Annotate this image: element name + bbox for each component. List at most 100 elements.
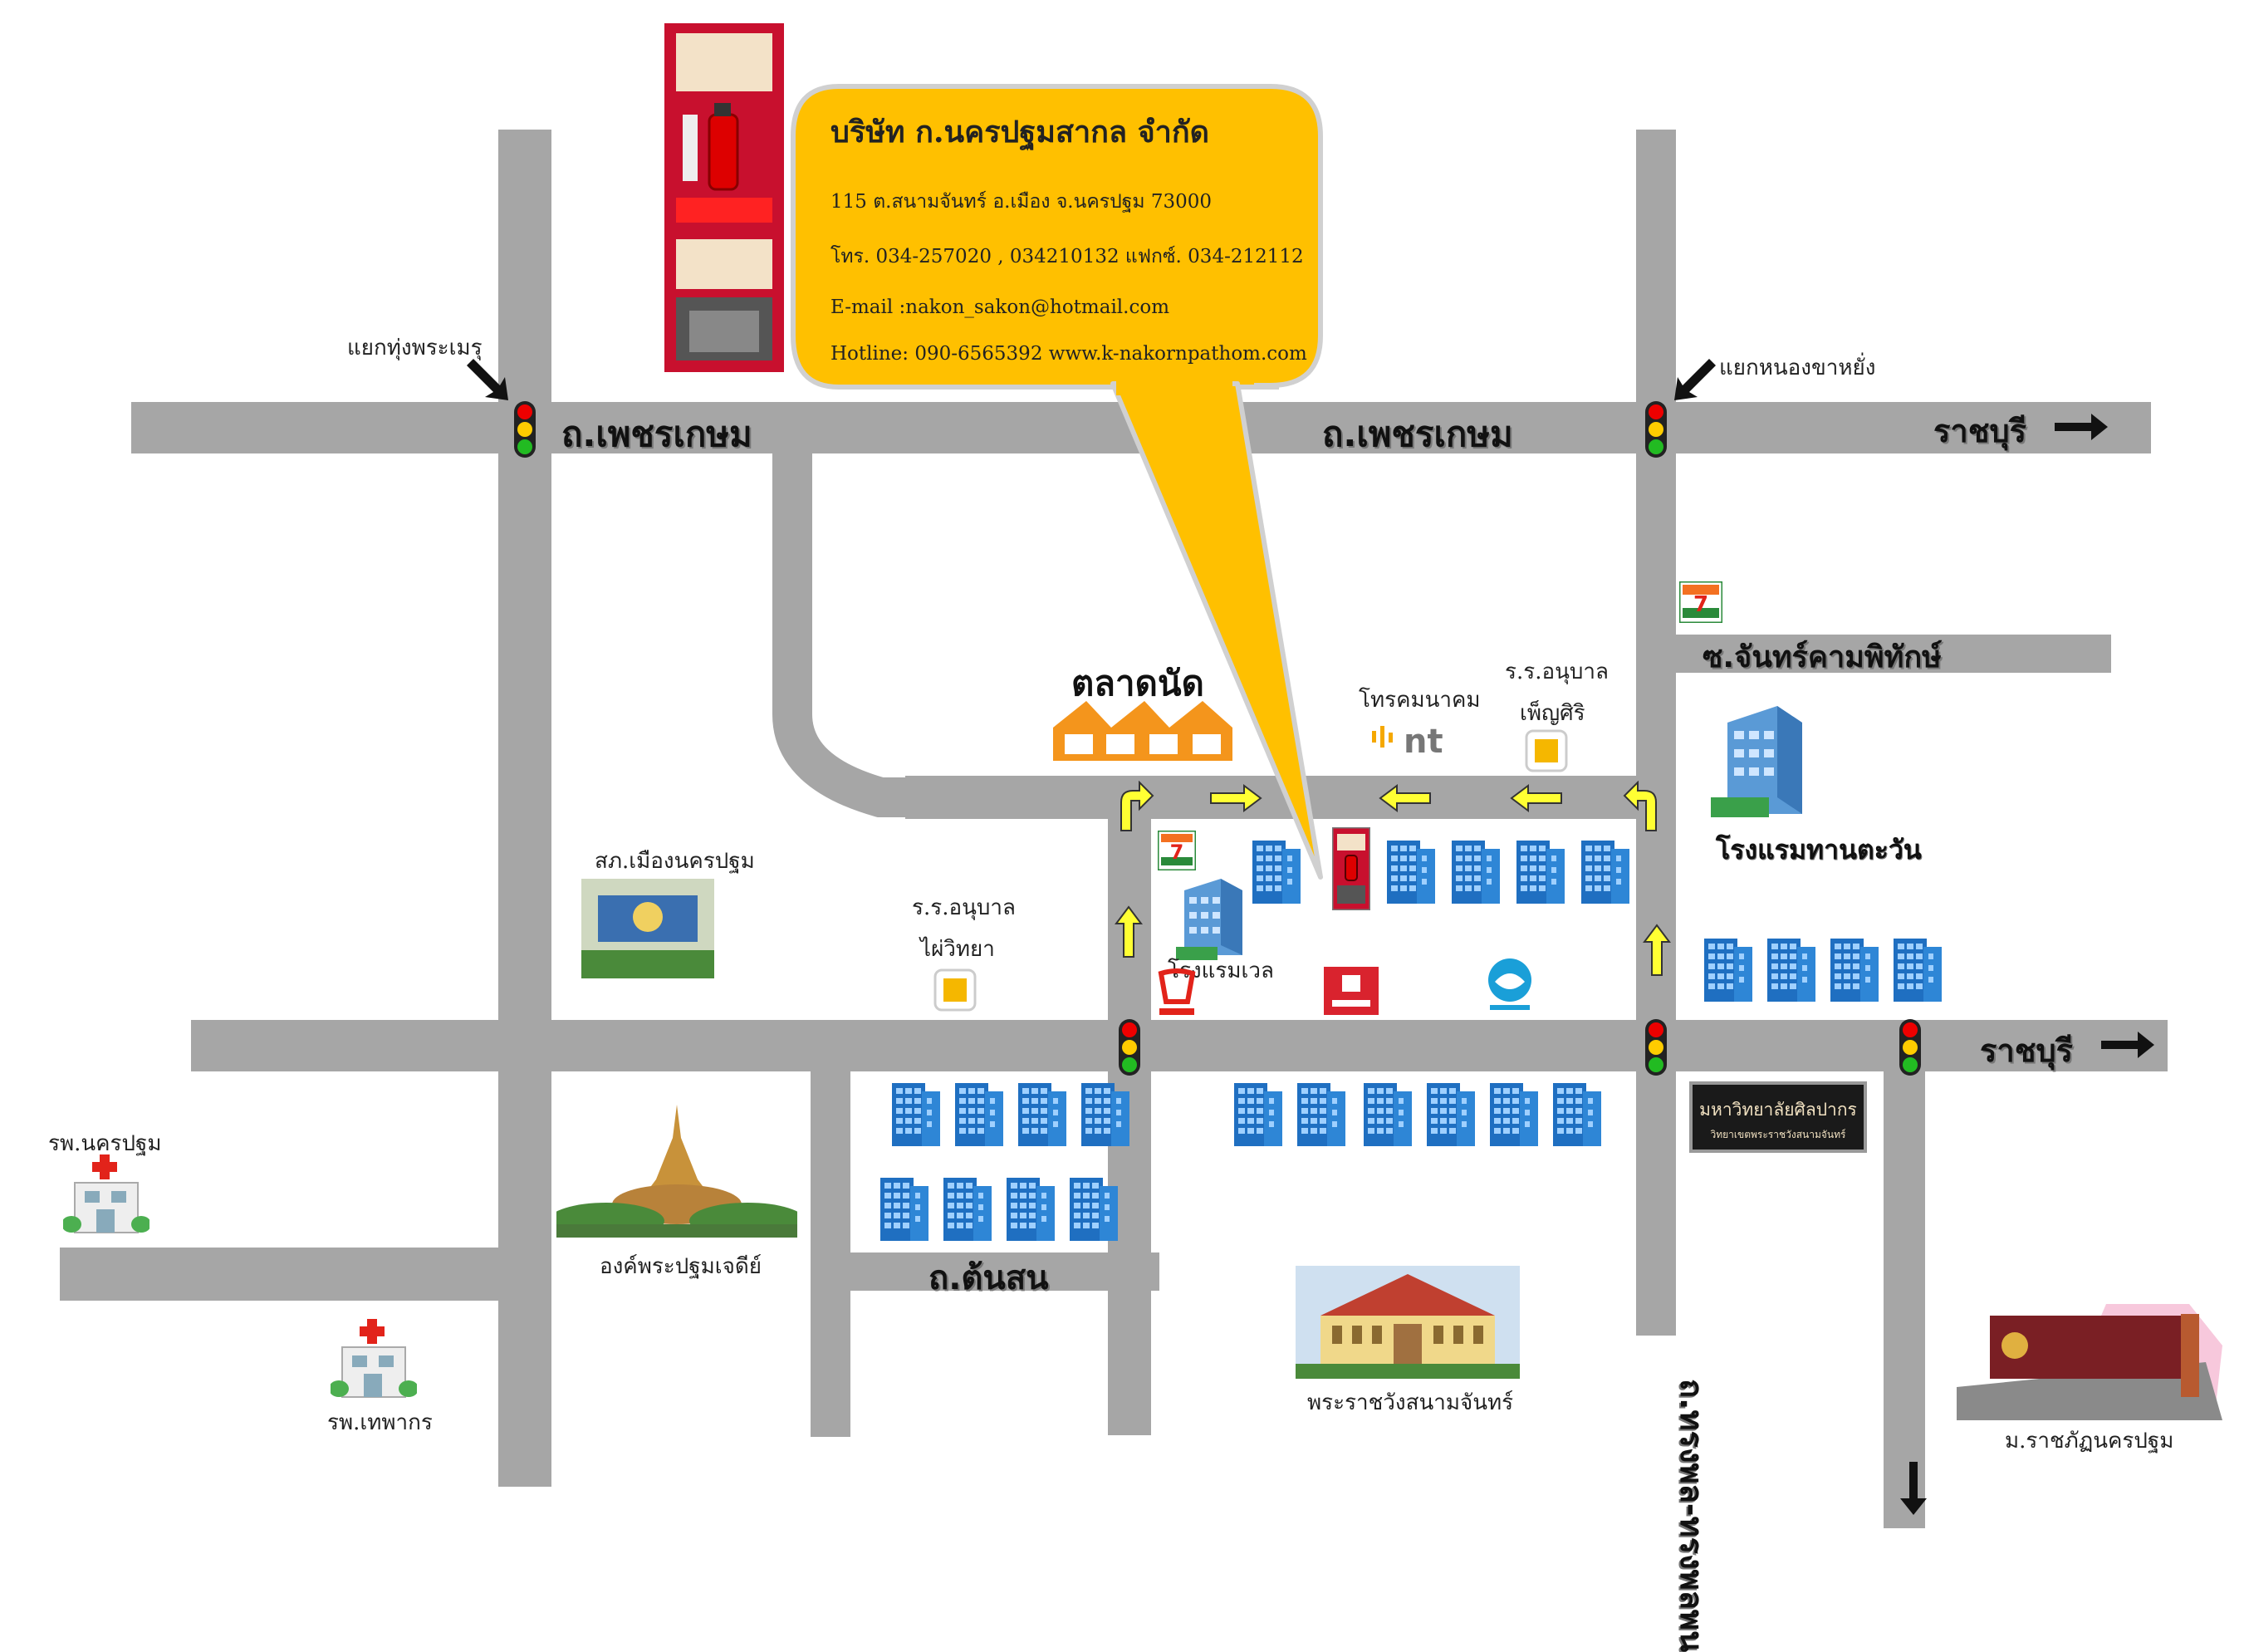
road-label-ratchaburi-mid: ราชบุรี (1980, 1032, 2074, 1069)
building-icon (1452, 841, 1500, 904)
road-soi-chan (1669, 635, 2111, 673)
school-phaiwitthaya-label-1: ร.ร.อนุบาล (912, 895, 1016, 920)
palace-label: พระราชวังสนามจันทร์ (1307, 1390, 1514, 1415)
seven-eleven-icon: 7 (1679, 581, 1722, 623)
hotel-sun-icon (1711, 706, 1802, 817)
market-label: ตลาดนัด (1071, 663, 1204, 703)
telecom-label: โทรคมนาคม (1359, 688, 1481, 713)
hospital-nakhon-label: รพ.นครปฐม (48, 1131, 162, 1156)
building-icon (943, 1178, 992, 1241)
building-icon (1234, 1083, 1282, 1146)
arrow-down-right (1900, 1462, 1927, 1515)
building-icon (1830, 939, 1879, 1002)
silpakorn-sign: มหาวิทยาลัยศิลปากร วิทยาเขตพระราชวังสนาม… (1689, 1081, 1867, 1153)
flow-arrow-turn-right (1120, 781, 1154, 831)
flow-arrow-up (1643, 924, 1671, 976)
company-address: 115 ต.สนามจันทร์ อ.เมือง จ.นครปฐม 73000 (830, 191, 1213, 213)
seven-eleven-label: 7 (1170, 841, 1184, 864)
chedi-icon (556, 1105, 797, 1238)
police-photo (581, 879, 714, 978)
building-icon (1364, 1083, 1412, 1146)
traffic-light-icon (514, 401, 536, 458)
traffic-light-icon (1119, 1019, 1140, 1076)
road-vertical-right (1636, 130, 1676, 1336)
road-label-soi-chan: ซ.จันทร์คามพิทักษ์ (1703, 640, 1942, 674)
seven-eleven-label: 7 (1693, 592, 1708, 617)
building-icon (1581, 841, 1629, 904)
building-icon (1894, 939, 1942, 1002)
hospital-thephakorn-label: รพ.เทพากร (327, 1410, 433, 1435)
flow-arrow-up (1115, 905, 1143, 958)
school-phenphisiri-label-2: เพ็ญศิริ (1520, 701, 1585, 726)
flow-arrow-turn-down (1623, 781, 1657, 831)
school-icon (1525, 729, 1568, 772)
honda-icon (1158, 968, 1196, 1015)
hospital-icon (63, 1154, 149, 1233)
arrow-right-mid (2101, 1032, 2154, 1058)
road-vertical-left (498, 130, 551, 1487)
traffic-light-icon (1899, 1019, 1921, 1076)
seven-eleven-icon: 7 (1158, 831, 1196, 870)
nt-logo: nt (1404, 723, 1443, 761)
building-icon (1427, 1083, 1475, 1146)
arrow-junction-right (1674, 359, 1716, 400)
flow-arrow-left (1379, 784, 1431, 812)
road-tonson (811, 1252, 1159, 1291)
building-icon (1252, 841, 1301, 904)
company-name: บริษัท ก.นครปฐมสากล จำกัด (830, 115, 1210, 150)
road-label-petchkasem-right: ถ.เพชรเกษม (1322, 414, 1513, 454)
arrow-junction-left (467, 359, 508, 400)
shop-photo (664, 23, 784, 372)
company-hotline[interactable]: Hotline: 090-6565392 www.k-nakornpathom.… (830, 343, 1307, 365)
building-icon (880, 1178, 928, 1241)
company-phone: โทร. 034-257020 , 034210132 แฟกซ์. 034-2… (830, 246, 1304, 267)
hotel-sun-label: โรงแรมทานตะวัน (1716, 834, 1922, 865)
building-icon (1081, 1083, 1129, 1146)
company-info: บริษัท ก.นครปฐมสากล จำกัด 115 ต.สนามจันท… (830, 108, 1312, 390)
building-icon (1007, 1178, 1055, 1241)
building-icon (1387, 841, 1435, 904)
road-bottom-left (60, 1248, 538, 1301)
school-phenphisiri-label-1: ร.ร.อนุบาล (1505, 659, 1609, 684)
school-phaiwitthaya-label-2: ไผ่วิทยา (920, 937, 995, 962)
shop-marker-icon (1332, 827, 1370, 910)
building-icon (1704, 939, 1752, 1002)
chedi-label: องค์พระปฐมเจดีย์ (600, 1254, 762, 1279)
school-icon (933, 968, 977, 1012)
market-icon (1053, 701, 1232, 761)
road-label-tonson: ถ.ต้นสน (928, 1259, 1049, 1297)
road-label-ratchaburi-top: ราชบุรี (1933, 413, 2027, 449)
building-icon (1297, 1083, 1345, 1146)
road-vertical-tonson (811, 1071, 850, 1437)
building-icon (1767, 939, 1815, 1002)
cimb-bank-icon (1324, 967, 1379, 1015)
company-bubble (791, 84, 1323, 880)
hospital-icon (331, 1319, 417, 1398)
palace-icon (1296, 1266, 1520, 1379)
road-label-vertical-right: ถ.ทรงพล-ทรงพลพน (1673, 1379, 1710, 1652)
krungthai-bank-icon (1488, 958, 1531, 1010)
road-label-petchkasem-left: ถ.เพชรเกษม (561, 414, 752, 454)
silpakorn-label-1: มหาวิทยาลัยศิลปากร (1699, 1100, 1857, 1120)
rajabhat-sign (1957, 1304, 2222, 1420)
building-icon (1070, 1178, 1118, 1241)
flow-arrow-right (1210, 784, 1262, 812)
police-label: สภ.เมืองนครปฐม (595, 849, 755, 874)
road-curve-vertical (772, 453, 812, 703)
company-email[interactable]: E-mail :nakon_sakon@hotmail.com (830, 297, 1170, 318)
traffic-light-icon (1645, 1019, 1667, 1076)
junction-thungphramen-label: แยกทุ่งพระเมรุ (347, 336, 483, 360)
nt-signal-icon (1372, 726, 1393, 748)
building-icon (1490, 1083, 1538, 1146)
road-vertical-far-right (1884, 1071, 1925, 1528)
building-icon (1018, 1083, 1066, 1146)
arrow-right-top (2055, 414, 2108, 440)
building-icon (955, 1083, 1003, 1146)
rajabhat-label: ม.ราชภัฏนครปฐม (2005, 1429, 2174, 1453)
building-icon (1553, 1083, 1601, 1146)
flow-arrow-left (1510, 784, 1562, 812)
building-icon (1516, 841, 1565, 904)
traffic-light-icon (1645, 401, 1667, 458)
road-curve (772, 689, 914, 817)
junction-nongkhayang-label: แยกหนองขาหยั่ง (1719, 355, 1876, 380)
